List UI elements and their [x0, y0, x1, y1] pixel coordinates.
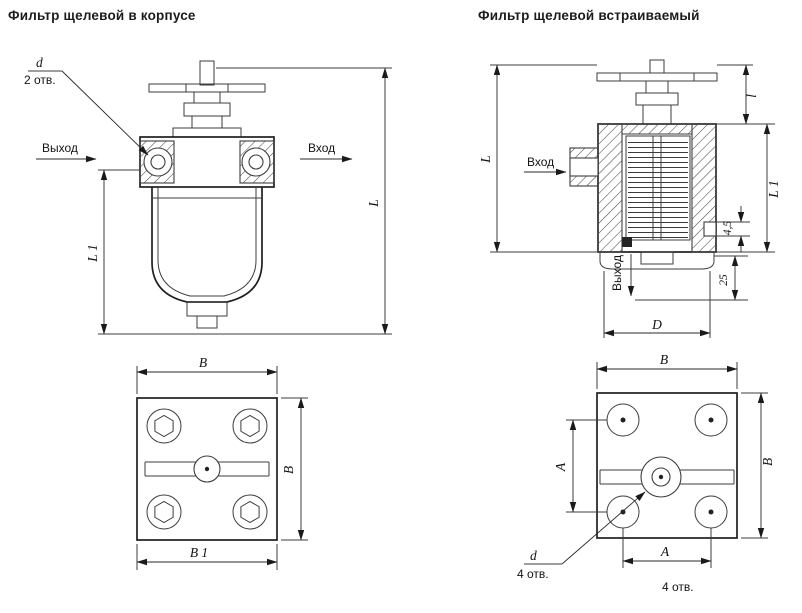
slotted-element [622, 135, 691, 247]
hole-dia-label: d [530, 548, 537, 563]
dim-L-label: L [366, 199, 381, 208]
dim-4-5-label: 4,5 [722, 221, 734, 236]
title-filter-in-housing: Фильтр щелевой в корпусе [8, 8, 196, 23]
hole-count-note: 2 отв. [24, 73, 56, 87]
inlet-label: Вход [308, 141, 335, 155]
outlet-label: Выход [610, 255, 624, 291]
dim-D-label: D [651, 317, 662, 332]
dim-A-left-label: A [553, 462, 568, 472]
dimension-lines [566, 362, 768, 568]
dim-L-label: L [478, 155, 493, 164]
handle [148, 60, 266, 138]
dim-B-top-label: B [199, 355, 207, 370]
hole-count-note: 4 отв. [517, 567, 549, 581]
body-section [597, 123, 717, 253]
dimension-lines [136, 366, 308, 570]
drawing-filter-cartridge: Вход Выход L l L 1 4,5 25 D [478, 59, 781, 338]
dim-B1-label: B 1 [190, 545, 208, 560]
flange-outline [136, 397, 278, 541]
handle [596, 59, 718, 125]
cup-housing [151, 187, 263, 329]
flange-body [139, 136, 275, 188]
dimension-lines [98, 67, 392, 335]
hole-leader-line [561, 491, 646, 565]
center-port [144, 455, 270, 483]
hole-dia-label: d [36, 55, 43, 70]
dim-B-right-label: B [760, 458, 775, 466]
outlet-label: Выход [42, 141, 78, 155]
inlet-port [569, 147, 599, 187]
hole-count-note-extra: 4 отв. [662, 580, 694, 594]
dim-l-label: l [744, 94, 759, 98]
dim-25-label: 25 [718, 274, 730, 286]
flange-outline [596, 392, 738, 539]
center-port [599, 456, 735, 498]
dim-B-top-label: B [660, 352, 668, 367]
dim-L1-label: L 1 [766, 180, 781, 198]
bottom-base [599, 251, 715, 270]
dim-A-bottom-label: A [660, 544, 670, 559]
drawing-flange-housing: B B B 1 [136, 355, 308, 570]
dim-L1-label: L 1 [85, 244, 100, 262]
dim-B-right-label: B [281, 466, 296, 474]
dimension-lines [490, 64, 775, 338]
drawing-flange-cartridge: B A B A d 4 отв. 4 отв. [517, 352, 775, 594]
inlet-label: Вход [527, 155, 554, 169]
drawing-filter-in-housing: d 2 отв. Выход Вход L L 1 [24, 55, 392, 335]
title-filter-cartridge: Фильтр щелевой встраиваемый [478, 8, 700, 23]
hole-leader-line [61, 70, 149, 156]
